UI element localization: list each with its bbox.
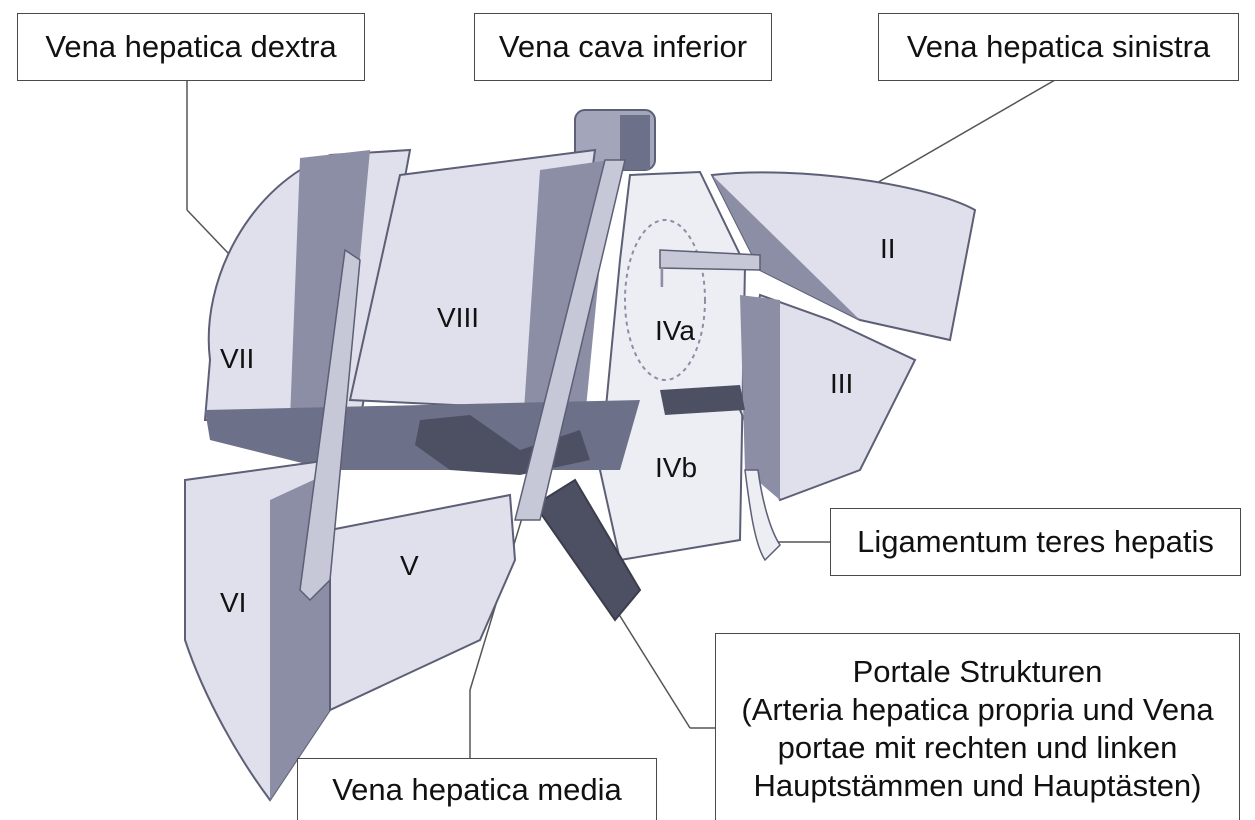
- segment-label-ivb: IVb: [655, 452, 697, 483]
- segment-label-ii: II: [880, 233, 896, 264]
- label-portale-strukturen: Portale Strukturen (Arteria hepatica pro…: [715, 633, 1240, 820]
- segment-label-iii: III: [830, 368, 853, 399]
- label-vena-hepatica-sinistra: Vena hepatica sinistra: [878, 13, 1239, 81]
- label-vena-hepatica-dextra: Vena hepatica dextra: [17, 13, 365, 81]
- segment-label-vii: VII: [220, 343, 254, 374]
- segment-v-shape: [330, 495, 515, 710]
- segment-label-iva: IVa: [655, 315, 695, 346]
- label-vena-cava-inferior: Vena cava inferior: [474, 13, 772, 81]
- segment-label-vi: VI: [220, 587, 246, 618]
- label-vena-hepatica-media: Vena hepatica media: [297, 758, 657, 820]
- label-ligamentum-teres-hepatis: Ligamentum teres hepatis: [830, 508, 1241, 576]
- segment-label-viii: VIII: [437, 302, 479, 333]
- leader-line-portal-angled: [610, 600, 690, 728]
- segment-label-v: V: [400, 550, 419, 581]
- portale-line-3: portae mit rechten und linken: [778, 729, 1178, 767]
- segment-label-i: I: [658, 262, 666, 293]
- left-hepatic-vein: [660, 250, 760, 270]
- segment-iv-shape: [600, 172, 745, 560]
- portale-line-4: Hauptstämmen und Hauptästen): [753, 767, 1201, 805]
- left-portal-branch: [660, 385, 745, 415]
- portale-line-1: Portale Strukturen: [853, 653, 1103, 691]
- portale-line-2: (Arteria hepatica propria und Vena: [741, 691, 1213, 729]
